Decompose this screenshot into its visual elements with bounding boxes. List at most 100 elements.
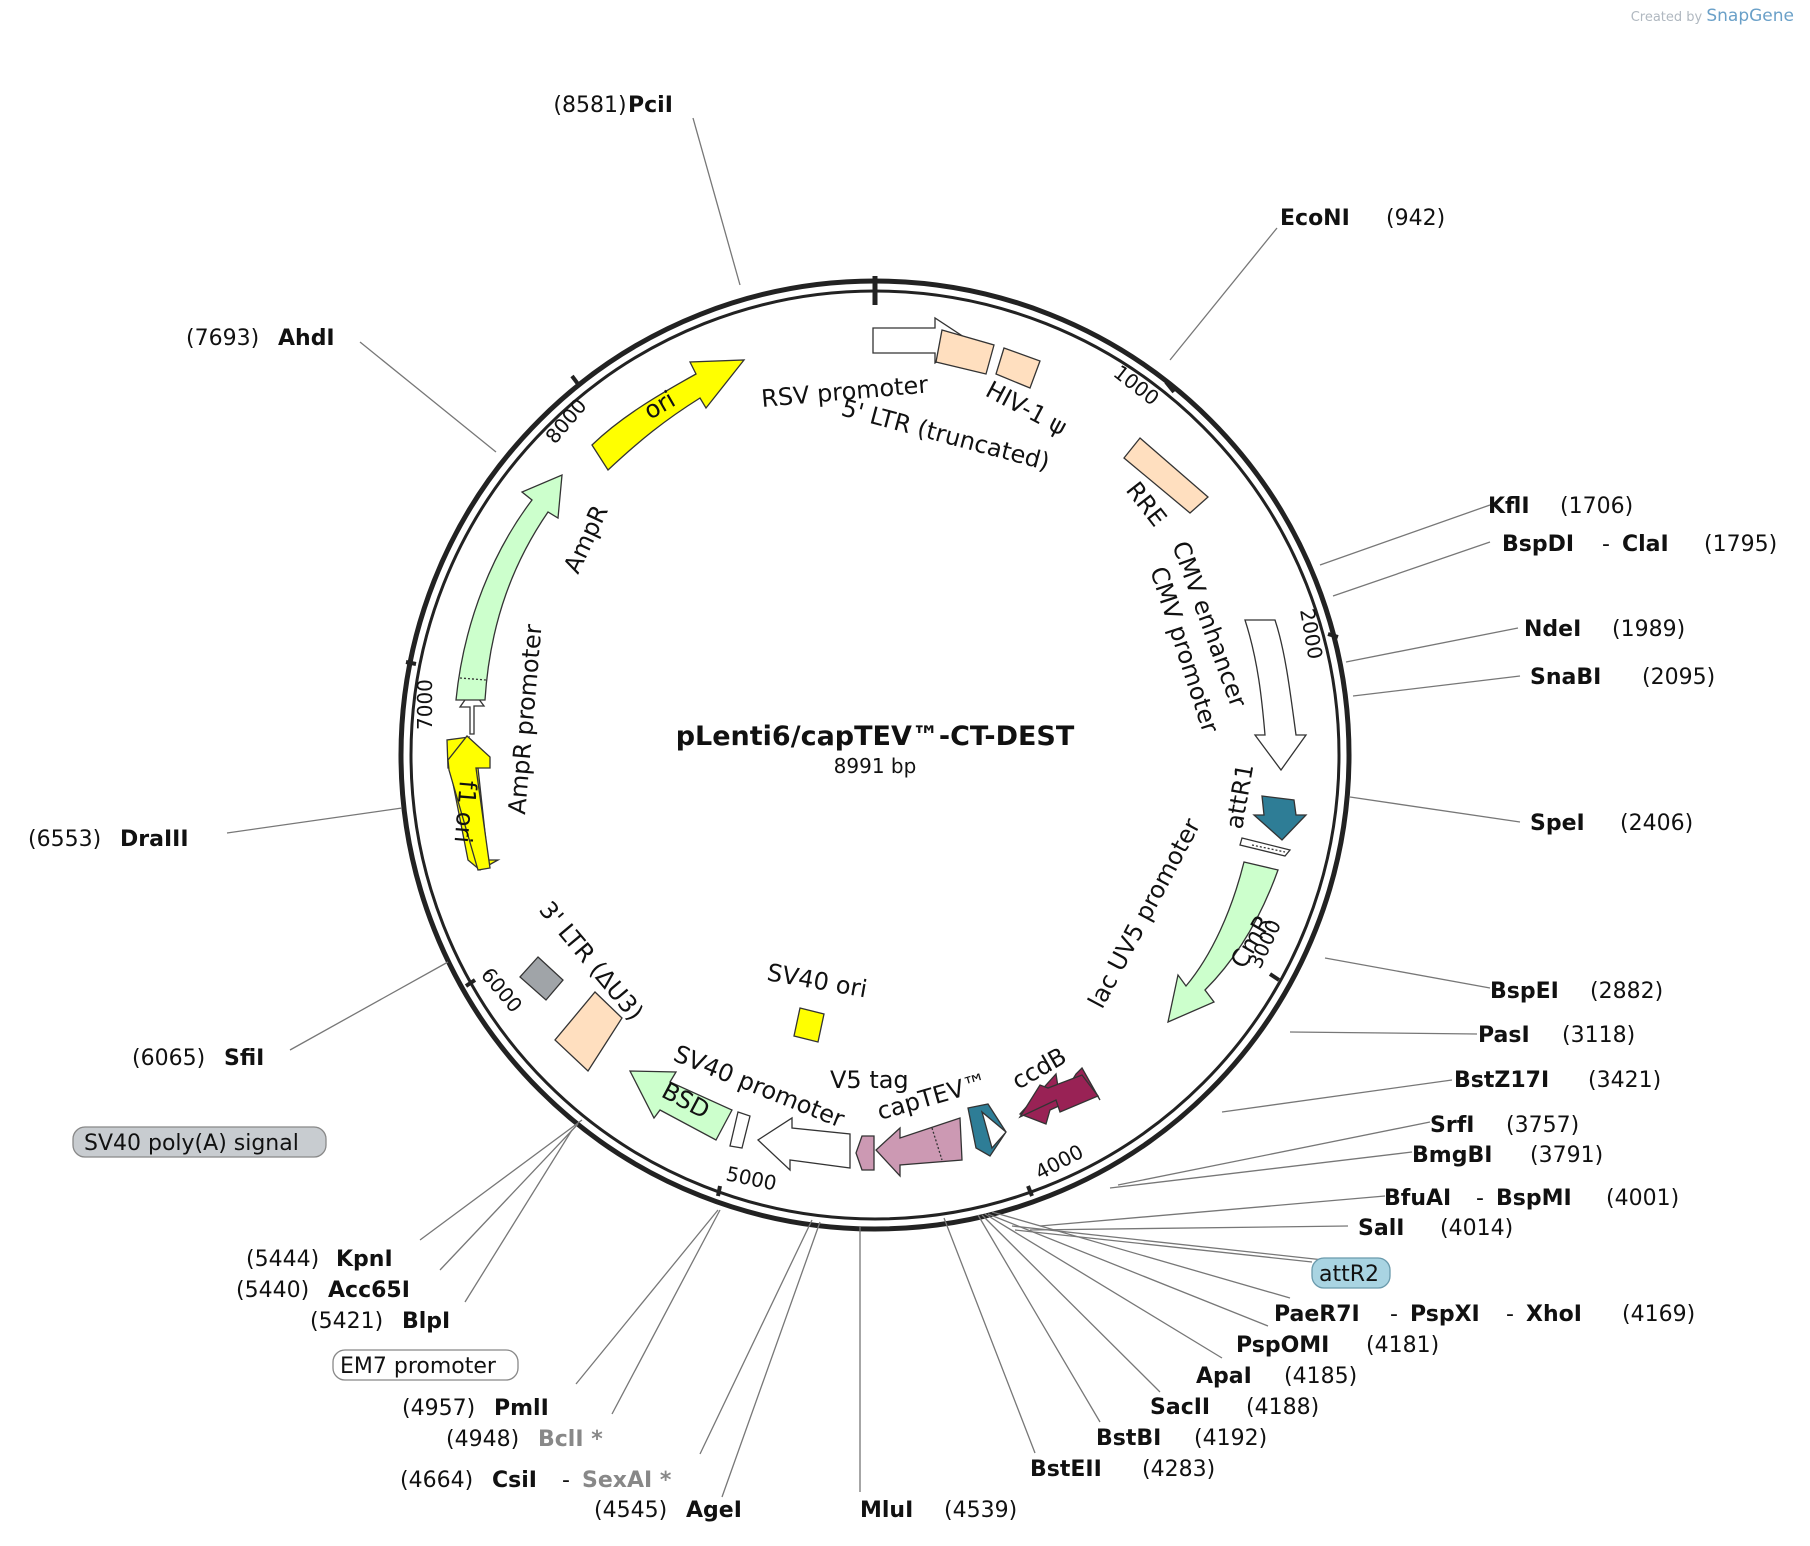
tick-label-8000: 8000 — [540, 394, 591, 448]
site-pos-paer7i: (4169) — [1622, 1302, 1695, 1327]
site-paer7i: PaeR7I — [1274, 1302, 1360, 1327]
site-csii: CsiI — [492, 1468, 537, 1493]
tick-label-4000: 4000 — [1031, 1139, 1087, 1184]
attr1-arrow — [1252, 795, 1308, 841]
site-bspdi: BspDI — [1502, 532, 1574, 557]
site-pos-sfii: (6065) — [132, 1046, 205, 1071]
site-pos-bfuai: (4001) — [1606, 1186, 1679, 1211]
site-sep-bfuai: - — [1476, 1186, 1484, 1211]
site-sep-pspxi: - — [1506, 1302, 1514, 1327]
attr1-site — [1239, 837, 1292, 857]
hiv-psi-feature — [995, 347, 1041, 389]
site-pmli: PmlI — [494, 1396, 549, 1421]
sv40-polya-feature — [519, 956, 564, 1001]
site-pos-bstbi: (4192) — [1194, 1426, 1267, 1451]
plasmid-size: 8991 bp — [834, 754, 917, 778]
em7-box — [332, 1349, 519, 1381]
site-pos-bspdi: (1795) — [1704, 532, 1777, 557]
sv40-promoter-arrow — [756, 1116, 851, 1172]
site-pos-bcli: (4948) — [446, 1427, 519, 1452]
snapgene-watermark: Created by SnapGene — [1630, 6, 1794, 26]
site-pos-draiii: (6553) — [28, 827, 101, 852]
tick-label-6000: 6000 — [476, 963, 527, 1017]
label-em7: EM7 promoter — [340, 1354, 497, 1379]
tick-label-5000: 5000 — [724, 1161, 779, 1195]
site-ahdi: AhdI — [278, 326, 335, 351]
site-pos-bmgbi: (3791) — [1530, 1143, 1603, 1168]
site-sali: SalI — [1358, 1216, 1404, 1241]
site-pos-acc65i: (5440) — [236, 1278, 309, 1303]
site-leader-lines — [226, 117, 1521, 1498]
bsd-arrow — [628, 1070, 733, 1141]
tick-label-1000: 1000 — [1109, 360, 1164, 410]
rre-feature — [1123, 437, 1209, 514]
site-draiii: DraIII — [120, 827, 189, 852]
site-sep-paer7i: - — [1390, 1302, 1398, 1327]
site-kpni: KpnI — [336, 1247, 393, 1272]
site-pos-agei: (4545) — [594, 1498, 667, 1523]
plasmid-name: pLenti6/capTEV™-CT-DEST — [676, 721, 1075, 752]
site-spei: SpeI — [1530, 811, 1585, 836]
site-bspmi: BspMI — [1496, 1186, 1572, 1211]
cmr-arrow — [1167, 861, 1279, 1024]
tick-label-7000: 7000 — [413, 679, 437, 730]
site-pspomi: PspOMI — [1236, 1333, 1329, 1358]
site-pos-blpi: (5421) — [310, 1309, 383, 1334]
site-pos-ahdi: (7693) — [186, 326, 259, 351]
boxed-labels: SV40 poly(A) signal EM7 promoter attR2 — [72, 1126, 1391, 1381]
label-ampr: AmpR — [558, 501, 614, 578]
site-apai: ApaI — [1196, 1364, 1252, 1389]
site-pos-sali: (4014) — [1440, 1216, 1513, 1241]
site-pos-bspei: (2882) — [1590, 979, 1663, 1004]
label-v5-tag: V5 tag — [830, 1066, 909, 1094]
label-sv40-polya: SV40 poly(A) signal — [84, 1131, 299, 1156]
f1-ori-arrow — [447, 735, 491, 871]
site-pos-econi: (942) — [1386, 206, 1445, 231]
label-ampr-promoter: AmpR promoter — [503, 623, 548, 816]
site-blpi: BlpI — [402, 1309, 450, 1334]
site-bsteii: BstEII — [1030, 1457, 1102, 1482]
site-pos-pcii: (8581) — [553, 93, 626, 118]
site-mlui: MluI — [860, 1498, 913, 1523]
label-attr2: attR2 — [1319, 1262, 1379, 1287]
site-bstz17i: BstZ17I — [1454, 1068, 1549, 1093]
site-pos-spei: (2406) — [1620, 811, 1693, 836]
site-sacii: SacII — [1150, 1395, 1210, 1420]
cmv-promoter-arrow — [1244, 619, 1308, 772]
site-agei: AgeI — [686, 1498, 742, 1523]
site-bfuai: BfuAI — [1384, 1186, 1451, 1211]
site-bcli: BclI * — [538, 1427, 603, 1452]
site-sep-csii: - — [562, 1468, 570, 1493]
site-clai: ClaI — [1622, 532, 1669, 557]
label-f1-ori: f1 ori — [449, 779, 482, 844]
site-ndei: NdeI — [1524, 617, 1581, 642]
ltr5-feature — [935, 329, 995, 375]
tick-marks — [405, 374, 1339, 1197]
site-sep-bspdi: - — [1602, 532, 1610, 557]
em7-promoter-feature — [729, 1111, 751, 1149]
ori-arrow — [591, 359, 746, 472]
label-attr1: attR1 — [1220, 762, 1259, 831]
site-pspxi: PspXI — [1410, 1302, 1480, 1327]
site-bmgbi: BmgBI — [1412, 1143, 1492, 1168]
site-pos-bstz17i: (3421) — [1588, 1068, 1661, 1093]
site-kfli: KflI — [1488, 494, 1530, 519]
site-pos-csii: (4664) — [400, 1468, 473, 1493]
site-pos-pasi: (3118) — [1562, 1023, 1635, 1048]
site-srfi: SrfI — [1430, 1113, 1474, 1138]
site-pos-kfli: (1706) — [1560, 494, 1633, 519]
site-pos-pspomi: (4181) — [1366, 1333, 1439, 1358]
ampr-arrow — [455, 473, 563, 701]
site-pasi: PasI — [1478, 1023, 1530, 1048]
sv40-ori-feature — [793, 1007, 825, 1043]
site-pos-snabi: (2095) — [1642, 665, 1715, 690]
site-pcii: PciI — [628, 93, 673, 118]
site-bspei: BspEI — [1490, 979, 1559, 1004]
site-pos-srfi: (3757) — [1506, 1113, 1579, 1138]
sv40-polya-box — [72, 1126, 327, 1158]
ltr3-feature — [554, 991, 623, 1073]
site-sfii: SfiI — [224, 1046, 264, 1071]
site-econi: EcoNI — [1280, 206, 1350, 231]
site-pos-apai: (4185) — [1284, 1364, 1357, 1389]
